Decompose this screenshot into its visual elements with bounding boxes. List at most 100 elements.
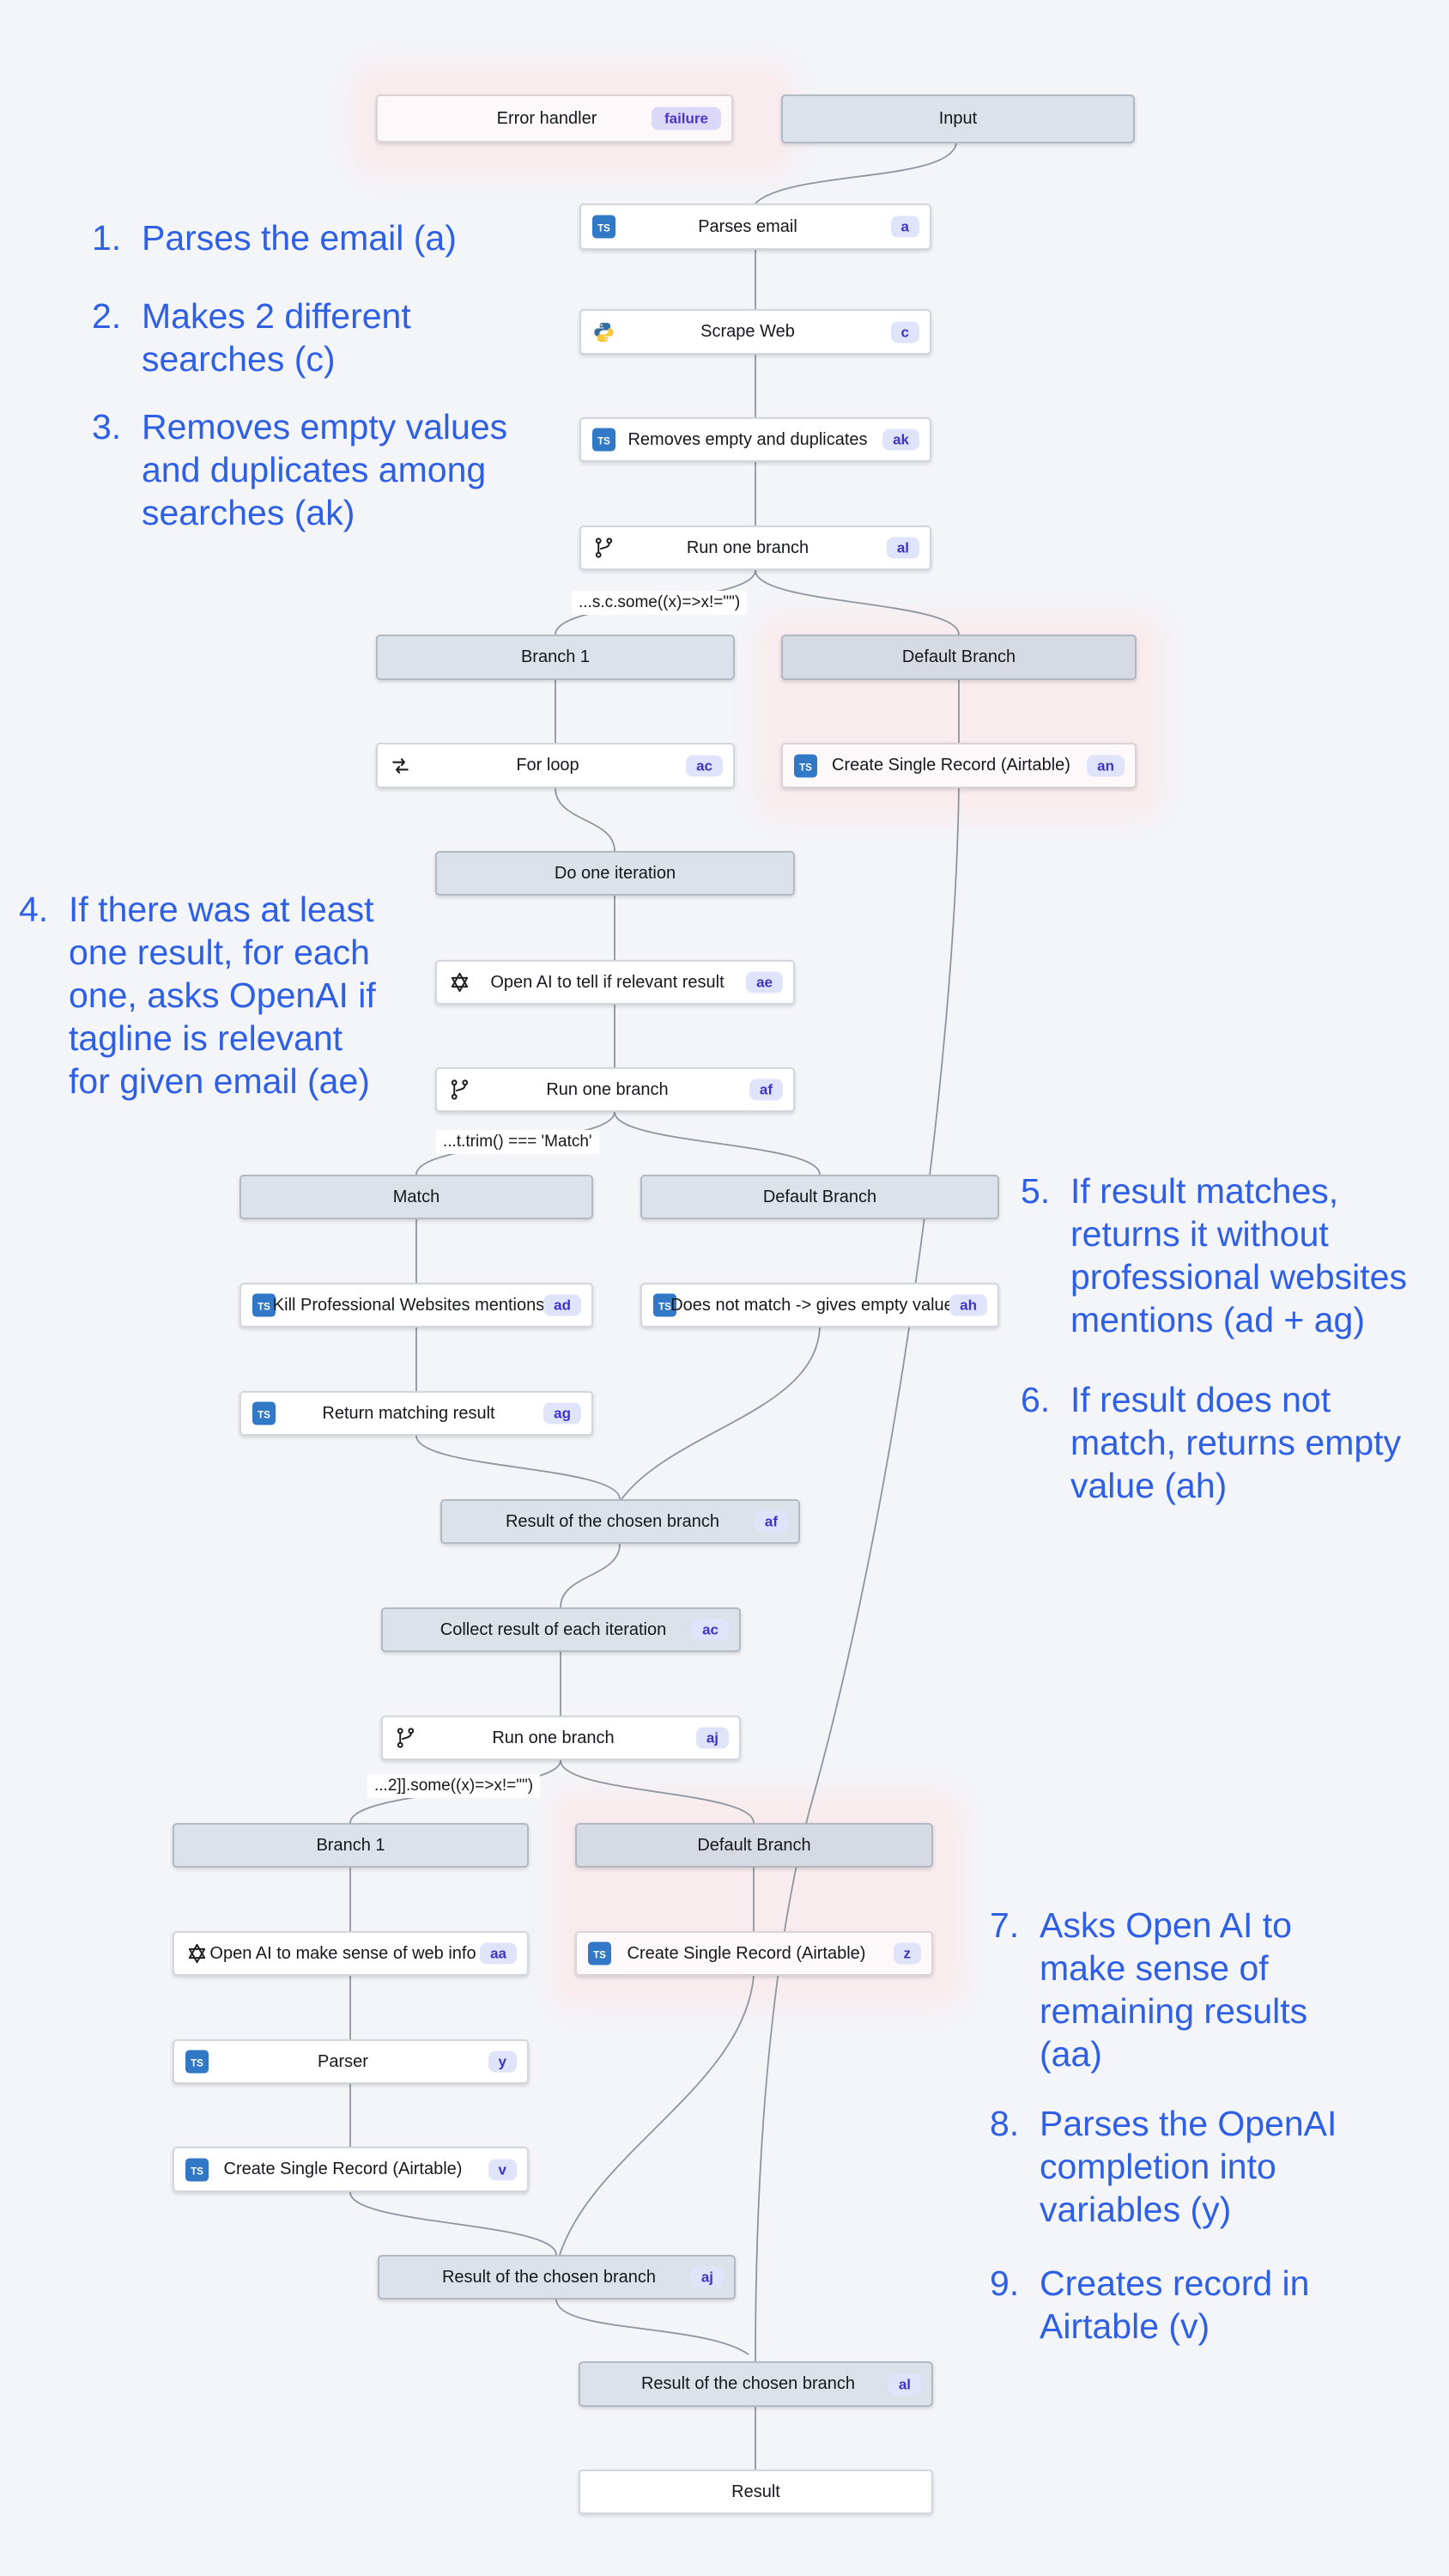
node-input[interactable]: Input [781, 94, 1135, 143]
svg-text:TS: TS [258, 1410, 270, 1420]
node-label: Branch 1 [520, 647, 591, 666]
node-do-one-iteration[interactable]: Do one iteration [435, 851, 795, 896]
node-default-branch[interactable]: Default Branch [781, 635, 1137, 680]
node-parser[interactable]: TS Parser y [173, 2039, 529, 2084]
loop-icon [389, 754, 412, 777]
node-label: Does not match -> gives empty value [670, 1295, 954, 1315]
node-branch-1b[interactable]: Branch 1 [173, 1823, 529, 1868]
node-label: Parses email [698, 216, 797, 236]
node-label: Match [392, 1187, 440, 1206]
node-label: Run one branch [492, 1728, 615, 1747]
node-badge: y [488, 2050, 517, 2073]
node-removes-empty-duplicates[interactable]: TS Removes empty and duplicates ak [579, 417, 931, 462]
node-run-one-branch-al[interactable]: Run one branch al [579, 526, 931, 570]
node-label: Removes empty and duplicates [627, 429, 868, 449]
node-openai-make-sense[interactable]: Open AI to make sense of web info aa [173, 1931, 529, 1976]
node-badge: z [893, 1942, 921, 1965]
svg-text:TS: TS [191, 2166, 203, 2177]
typescript-icon: TS [592, 428, 615, 452]
typescript-icon: TS [185, 2158, 209, 2181]
typescript-icon: TS [252, 1293, 276, 1317]
node-badge: ae [746, 971, 783, 993]
annotation-number: 8. [990, 2104, 1020, 2143]
annotation-number: 9. [990, 2263, 1020, 2303]
node-default-branch-3[interactable]: Default Branch [575, 1823, 933, 1868]
node-run-one-branch-aj[interactable]: Run one branch aj [381, 1716, 741, 1760]
node-label: Create Single Record (Airtable) [223, 2160, 463, 2178]
node-parses-email[interactable]: TS Parses email a [579, 204, 931, 250]
node-badge: an [1087, 755, 1125, 776]
node-badge: a [890, 216, 919, 238]
node-result-chosen-branch-al[interactable]: Result of the chosen branch al [579, 2361, 933, 2407]
node-default-branch-2[interactable]: Default Branch [640, 1175, 999, 1219]
node-badge: ak [882, 428, 919, 451]
openai-icon [448, 971, 471, 994]
node-return-matching-result[interactable]: TS Return matching result ag [239, 1391, 593, 1436]
annotation-number: 2. [92, 296, 122, 336]
node-collect-result-iteration[interactable]: Collect result of each iteration ac [381, 1607, 741, 1652]
node-result-chosen-branch-af[interactable]: Result of the chosen branch af [440, 1499, 800, 1544]
node-badge: aa [480, 1942, 517, 1965]
branch-condition-label: ...2]].some((x)=>x!="") [367, 1774, 541, 1798]
node-badge: al [886, 537, 919, 559]
svg-text:TS: TS [593, 1950, 606, 1960]
node-label: Open AI to tell if relevant result [490, 972, 724, 992]
node-badge: v [488, 2159, 517, 2180]
node-label: Default Branch [901, 647, 1016, 666]
node-result-chosen-branch-aj[interactable]: Result of the chosen branch aj [378, 2255, 736, 2300]
node-error-handler[interactable]: Error handler failure [376, 94, 733, 143]
annotation-number: 6. [1021, 1380, 1051, 1419]
node-badge: ac [686, 755, 723, 776]
node-label: Create Single Record (Airtable) [627, 1943, 866, 1963]
node-does-not-match[interactable]: TS Does not match -> gives empty value a… [640, 1283, 999, 1327]
node-create-single-record-z[interactable]: TS Create Single Record (Airtable) z [575, 1931, 933, 1976]
svg-text:TS: TS [799, 762, 812, 773]
node-badge: aj [690, 2266, 724, 2288]
node-scrape-web[interactable]: Scrape Web c [579, 309, 931, 355]
node-openai-relevant-result[interactable]: Open AI to tell if relevant result ae [435, 960, 795, 1005]
node-label: Result of the chosen branch [441, 2267, 657, 2287]
node-badge: aj [695, 1727, 729, 1749]
node-label: Do one iteration [554, 863, 676, 883]
typescript-icon: TS [252, 1401, 276, 1425]
svg-text:TS: TS [597, 223, 610, 234]
svg-text:TS: TS [191, 2058, 203, 2069]
node-branch-1[interactable]: Branch 1 [376, 635, 735, 680]
node-label: Default Branch [762, 1187, 877, 1206]
branch-condition-label: ...t.trim() === 'Match' [436, 1130, 599, 1154]
node-create-single-record-v[interactable]: TS Create Single Record (Airtable) v [173, 2147, 529, 2192]
node-badge: ac [692, 1619, 729, 1641]
node-badge: af [754, 1510, 788, 1533]
annotation-number: 4. [19, 890, 49, 929]
node-result[interactable]: Result [579, 2470, 933, 2514]
node-label: Result of the chosen branch [640, 2374, 856, 2393]
node-for-loop[interactable]: For loop ac [376, 743, 735, 788]
node-badge: ad [543, 1294, 581, 1316]
annotation-number: 5. [1021, 1171, 1051, 1211]
node-kill-professional-websites[interactable]: TS Kill Professional Websites mentions a… [239, 1283, 593, 1327]
node-label: Default Branch [697, 1835, 811, 1855]
annotation-1: 1. Parses the email (a) [92, 218, 457, 258]
svg-text:TS: TS [258, 1302, 270, 1312]
node-match[interactable]: Match [239, 1175, 593, 1219]
git-branch-icon [592, 537, 615, 560]
node-badge: ah [949, 1294, 987, 1316]
node-label: Kill Professional Websites mentions [272, 1295, 545, 1315]
annotation-number: 3. [92, 407, 122, 447]
python-icon [592, 320, 615, 343]
node-label: Parser [318, 2051, 368, 2071]
svg-text:TS: TS [658, 1302, 671, 1312]
node-run-one-branch-af[interactable]: Run one branch af [435, 1067, 795, 1112]
node-create-single-record-an[interactable]: TS Create Single Record (Airtable) an [781, 743, 1137, 788]
annotation-number: 7. [990, 1905, 1020, 1945]
node-label: Run one branch [546, 1079, 669, 1099]
node-label: Input [938, 109, 978, 128]
node-label: Run one branch [686, 538, 809, 557]
